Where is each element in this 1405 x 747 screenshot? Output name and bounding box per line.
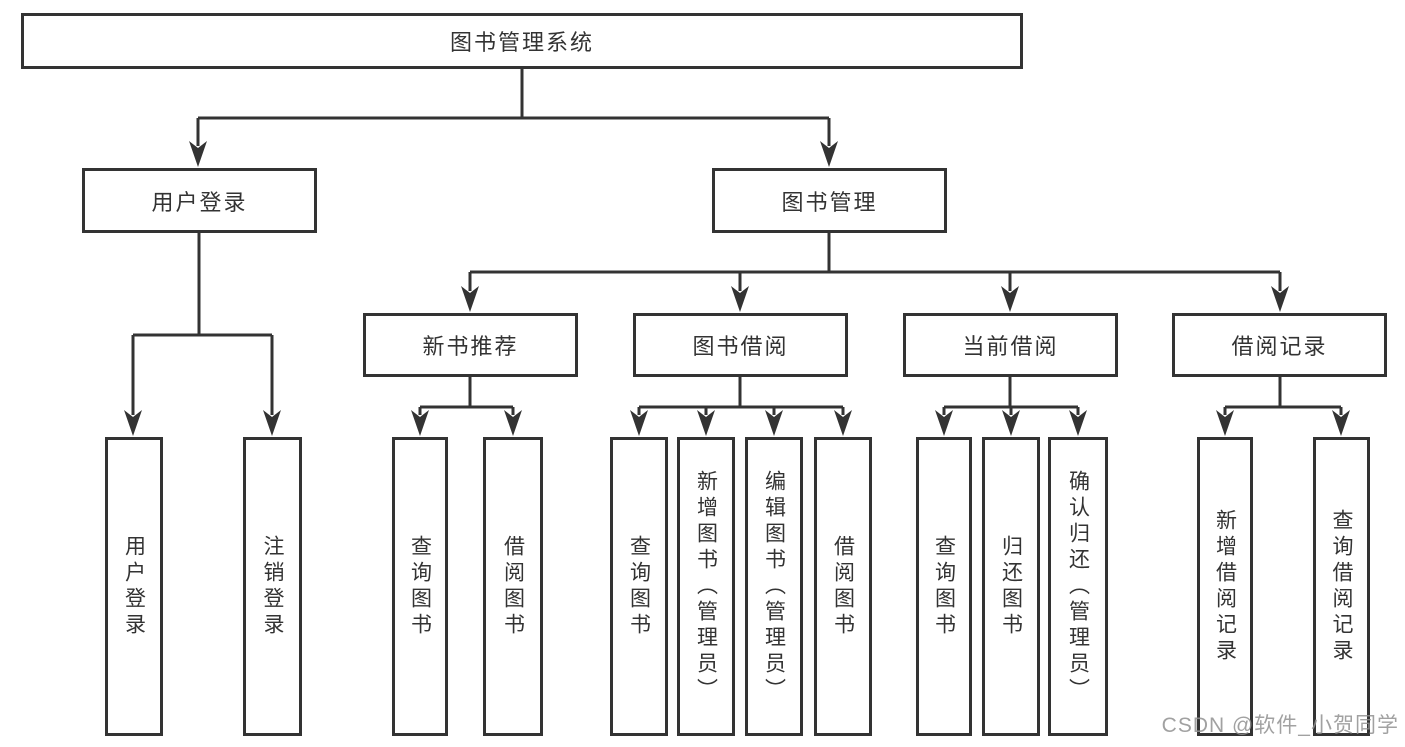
leaf-add-borrow-record: 新增借阅记录 (1197, 437, 1253, 736)
leaf-borrow-books-recommend: 借阅图书 (483, 437, 543, 736)
leaf-confirm-return-admin: 确认归还（管理员） (1048, 437, 1108, 736)
leaf-query-books-recommend: 查询图书 (392, 437, 448, 736)
node-current-borrowing: 当前借阅 (903, 313, 1118, 377)
node-library-management-system: 图书管理系统 (21, 13, 1023, 69)
leaf-borrow-books: 借阅图书 (814, 437, 872, 736)
connector-user-login-children (131, 233, 274, 415)
leaf-query-borrow-record: 查询借阅记录 (1313, 437, 1370, 736)
leaf-edit-books-admin: 编辑图书（管理员） (745, 437, 803, 736)
csdn-watermark: CSDN @软件_小贺同学 (1161, 714, 1399, 737)
leaf-logout: 注销登录 (243, 437, 302, 736)
connector-book-borrowing-children (637, 377, 845, 415)
connector-root-to-level2 (196, 69, 831, 146)
leaf-return-books: 归还图书 (982, 437, 1040, 736)
node-book-management: 图书管理 (712, 168, 947, 233)
node-borrowing-records: 借阅记录 (1172, 313, 1387, 377)
node-book-borrowing: 图书借阅 (633, 313, 848, 377)
connector-book-management-children (468, 233, 1282, 291)
connector-current-borrowing-children (942, 377, 1080, 415)
leaf-query-books-current: 查询图书 (916, 437, 972, 736)
leaf-user-login: 用户登录 (105, 437, 163, 736)
connector-new-book-rec-children (418, 377, 515, 415)
node-user-login: 用户登录 (82, 168, 317, 233)
leaf-add-books-admin: 新增图书（管理员） (677, 437, 735, 736)
node-new-book-recommendation: 新书推荐 (363, 313, 578, 377)
connector-borrowing-records-children (1223, 377, 1343, 415)
leaf-query-books-borrowing: 查询图书 (610, 437, 668, 736)
